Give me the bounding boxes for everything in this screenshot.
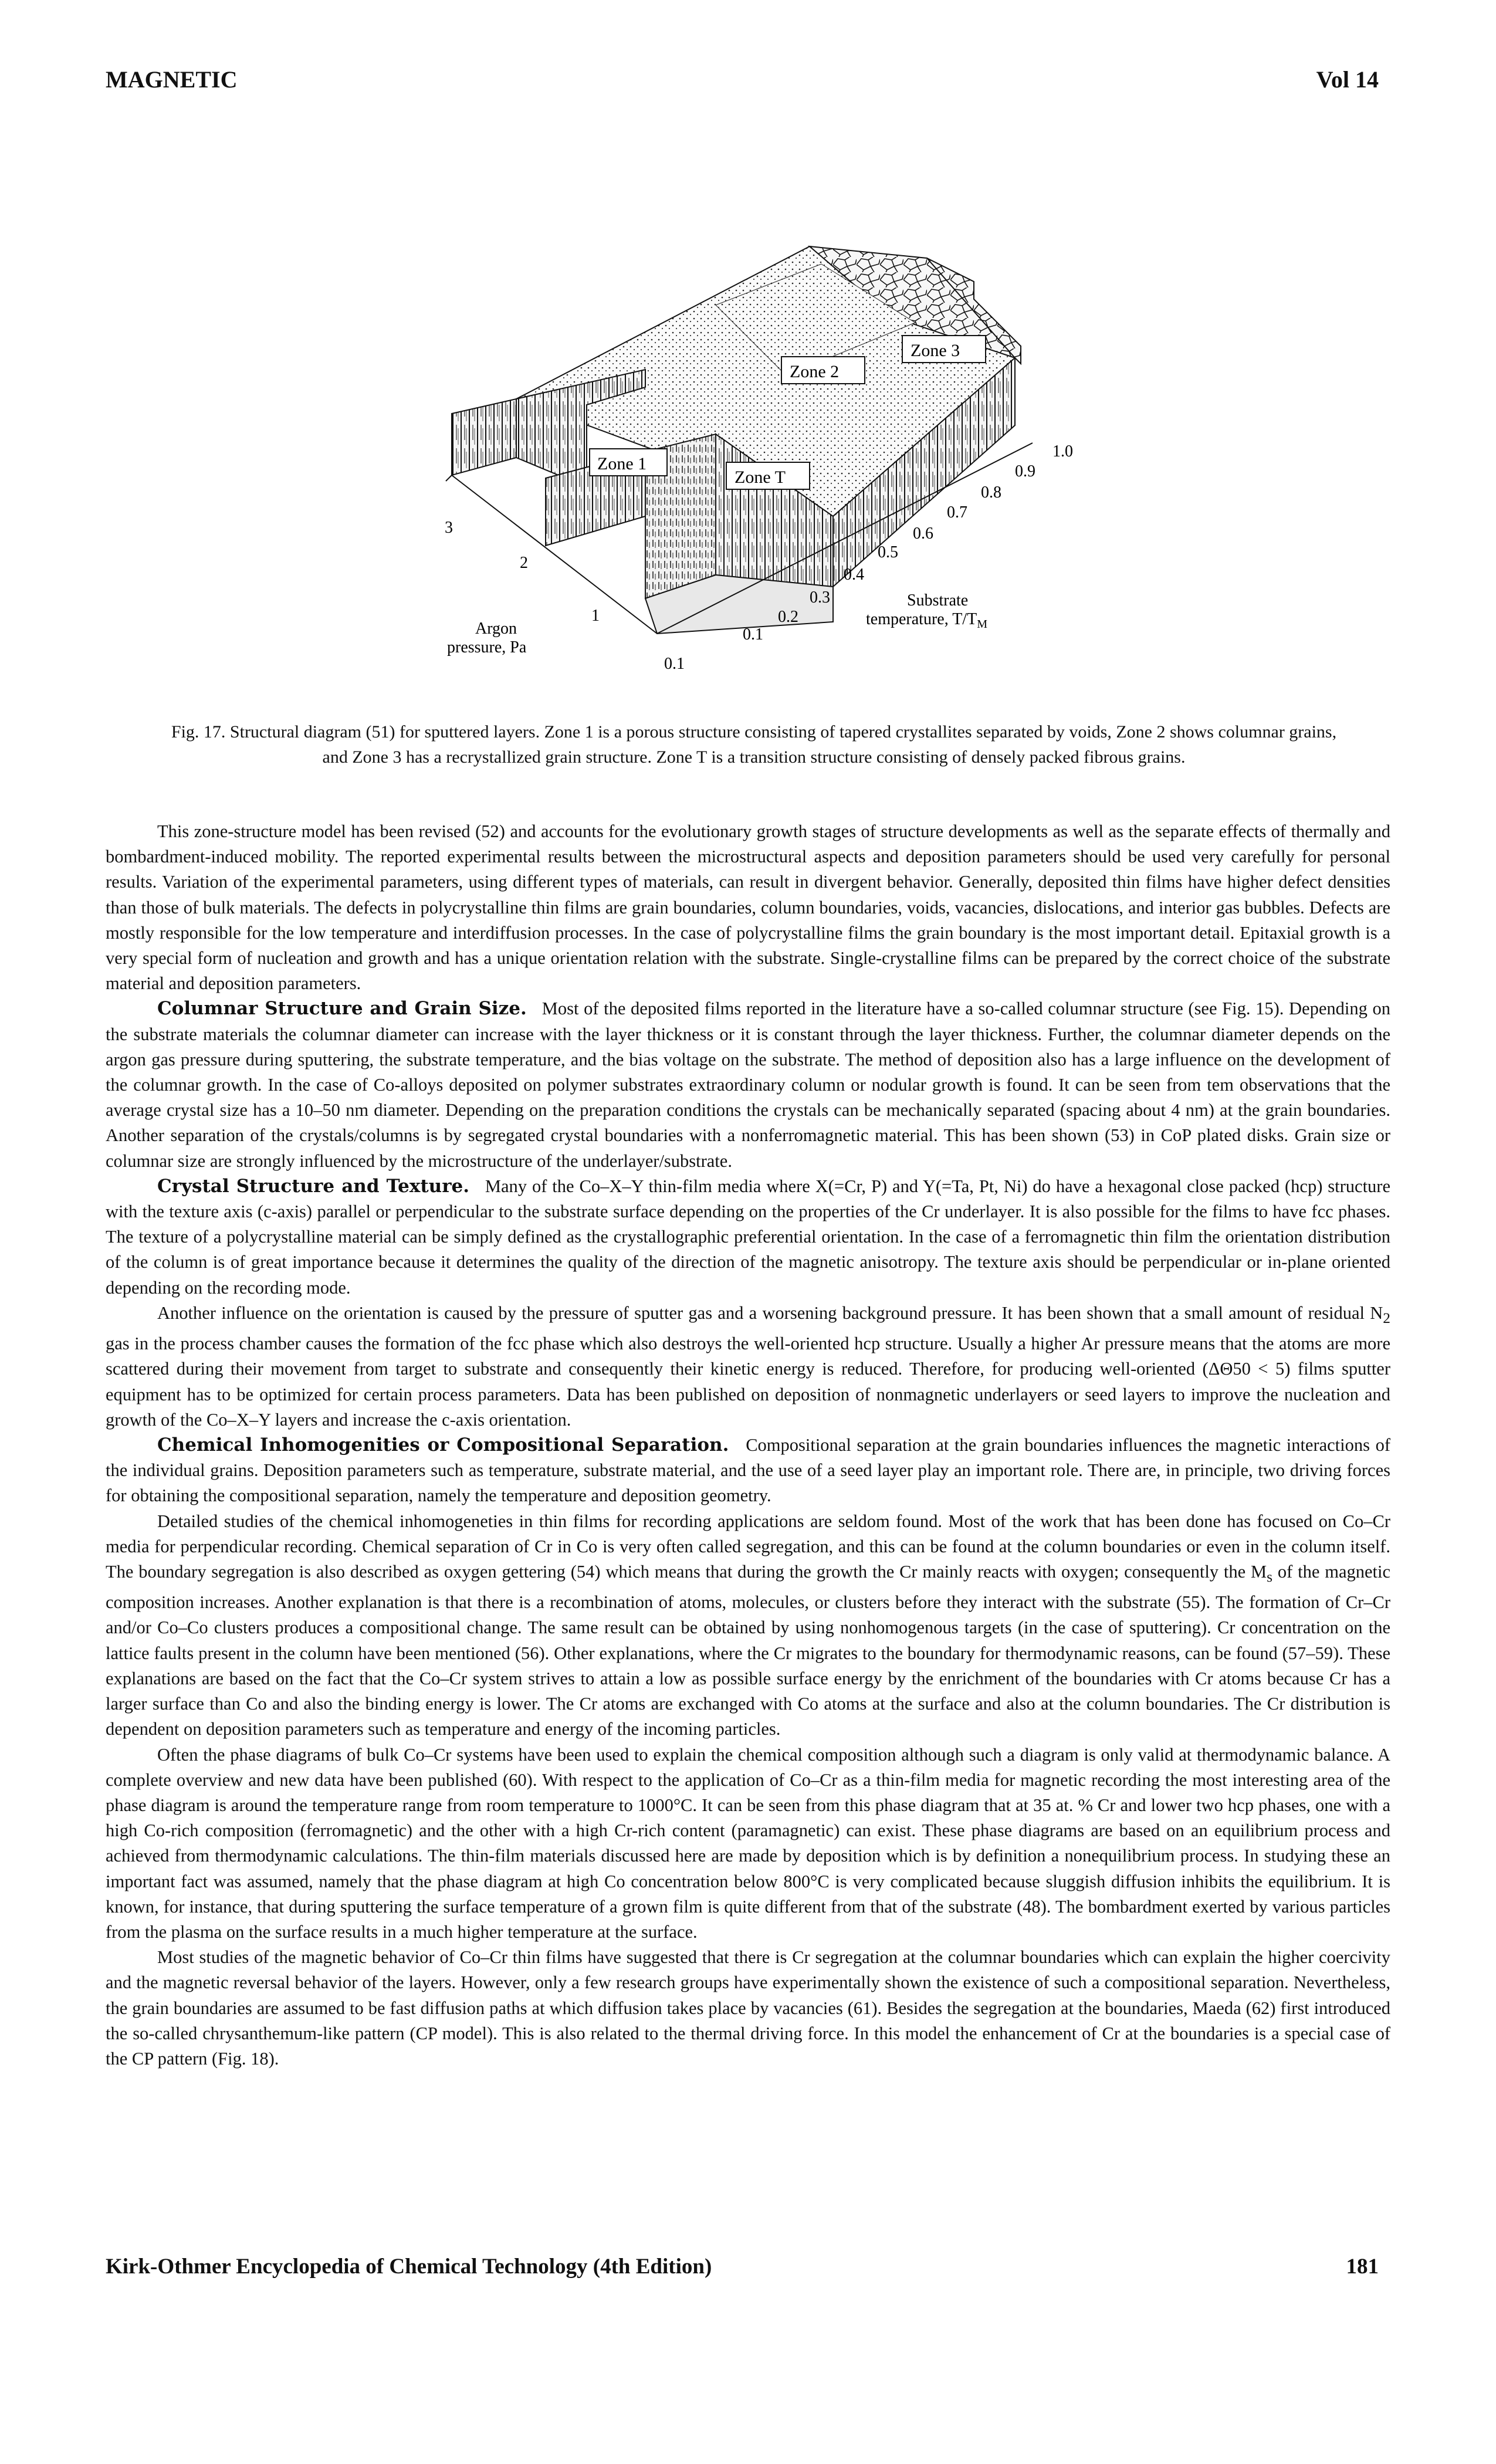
section-heading: Crystal Structure and Texture. — [157, 1175, 470, 1197]
running-header-title: MAGNETIC — [106, 66, 238, 93]
pressure-tick-label: 1 — [591, 607, 600, 625]
paragraph: Crystal Structure and Texture. Many of t… — [106, 1175, 1391, 1298]
diagram-front-columns — [451, 258, 1021, 635]
zone-1-label: Zone 1 — [597, 454, 647, 473]
running-header-volume: Vol 14 — [1316, 66, 1379, 93]
temp-tick-label: 1.0 — [1052, 442, 1073, 461]
temp-tick-label: 0.5 — [878, 543, 898, 561]
article-body: This zone-structure model has been revis… — [106, 819, 1390, 2072]
temp-tick-label: 0.3 — [810, 588, 830, 607]
paragraph: Detailed studies of the chemical inhomog… — [106, 1511, 1391, 1739]
zone-2-label: Zone 2 — [790, 362, 839, 381]
structure-zone-diagram: Zone 1 Zone T Zone 2 Zone 3 0.1 0.1 0.2 … — [445, 245, 1073, 673]
temperature-axis-title-line1: Substrate — [907, 591, 968, 610]
temp-tick-label: 0.7 — [947, 503, 967, 522]
temp-tick-label: 0.1 — [743, 625, 763, 644]
temperature-axis-title-line2: temperature, T/TM — [866, 610, 987, 631]
footer-publication-title: Kirk-Othmer Encyclopedia of Chemical Tec… — [106, 2255, 712, 2279]
figure-caption: Fig. 17. Structural diagram (51) for spu… — [171, 722, 1337, 767]
zone-3-label: Zone 3 — [911, 341, 960, 360]
paragraph: Chemical Inhomogenities or Compositional… — [106, 1434, 1391, 1506]
diagram-top-surface — [515, 245, 1022, 517]
temp-tick-label: 0.6 — [913, 524, 933, 543]
temp-tick-label: 0.4 — [844, 566, 864, 584]
paragraph: Columnar Structure and Grain Size. Most … — [106, 998, 1390, 1171]
temp-tick-label: 0.2 — [778, 608, 798, 626]
page-number: 181 — [1346, 2255, 1379, 2279]
temperature-tick-labels: 0.1 0.1 0.2 0.3 0.4 0.5 0.6 0.7 0.8 0.9 … — [664, 442, 1073, 673]
axis-titles: Argon pressure, Pa Substrate temperature… — [447, 591, 987, 656]
pressure-axis-title-line1: Argon — [475, 620, 517, 638]
paragraph: This zone-structure model has been revis… — [106, 821, 1390, 994]
temp-tick-label: 0.1 — [664, 655, 685, 673]
temp-tick-label: 0.8 — [981, 483, 1001, 502]
section-heading: Chemical Inhomogenities or Compositional… — [157, 1434, 729, 1456]
temp-tick-label: 0.9 — [1015, 462, 1035, 480]
pressure-axis-title-line2: pressure, Pa — [447, 638, 527, 656]
section-heading: Columnar Structure and Grain Size. — [157, 998, 527, 1020]
paragraph: Most studies of the magnetic behavior of… — [106, 1947, 1390, 2069]
zone-labels: Zone 1 Zone T Zone 2 Zone 3 — [589, 335, 986, 490]
diagram-axes — [445, 442, 1033, 634]
zone-t-label: Zone T — [735, 468, 786, 487]
paragraph: Another influence on the orientation is … — [106, 1302, 1390, 1430]
pressure-tick-label: 2 — [520, 554, 528, 572]
pressure-tick-labels: 1 2 3 — [445, 519, 600, 625]
pressure-tick-label: 3 — [445, 519, 453, 537]
paragraph: Often the phase diagrams of bulk Co–Cr s… — [106, 1744, 1390, 1942]
